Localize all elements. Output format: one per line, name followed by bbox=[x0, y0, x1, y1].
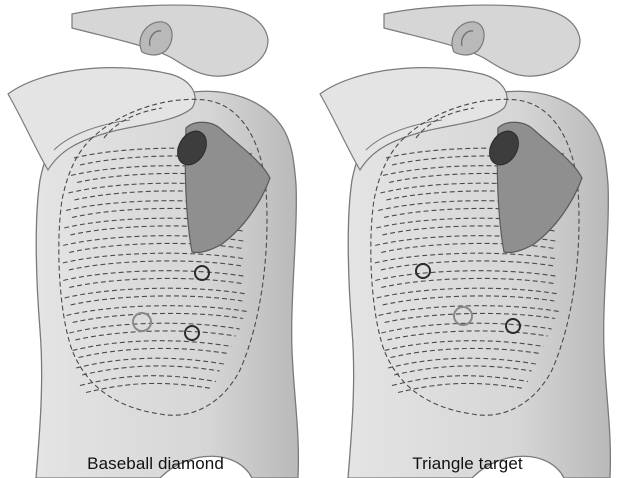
panel-baseball-diamond: Baseball diamond bbox=[0, 0, 311, 478]
caption-triangle-target: Triangle target bbox=[312, 454, 623, 474]
caption-baseball-diamond: Baseball diamond bbox=[0, 454, 311, 474]
torso-body bbox=[36, 91, 298, 478]
torso-illustration-right bbox=[312, 0, 623, 478]
panel-triangle-target: Triangle target bbox=[312, 0, 623, 478]
torso-illustration-left bbox=[0, 0, 311, 478]
torso-body bbox=[348, 91, 610, 478]
